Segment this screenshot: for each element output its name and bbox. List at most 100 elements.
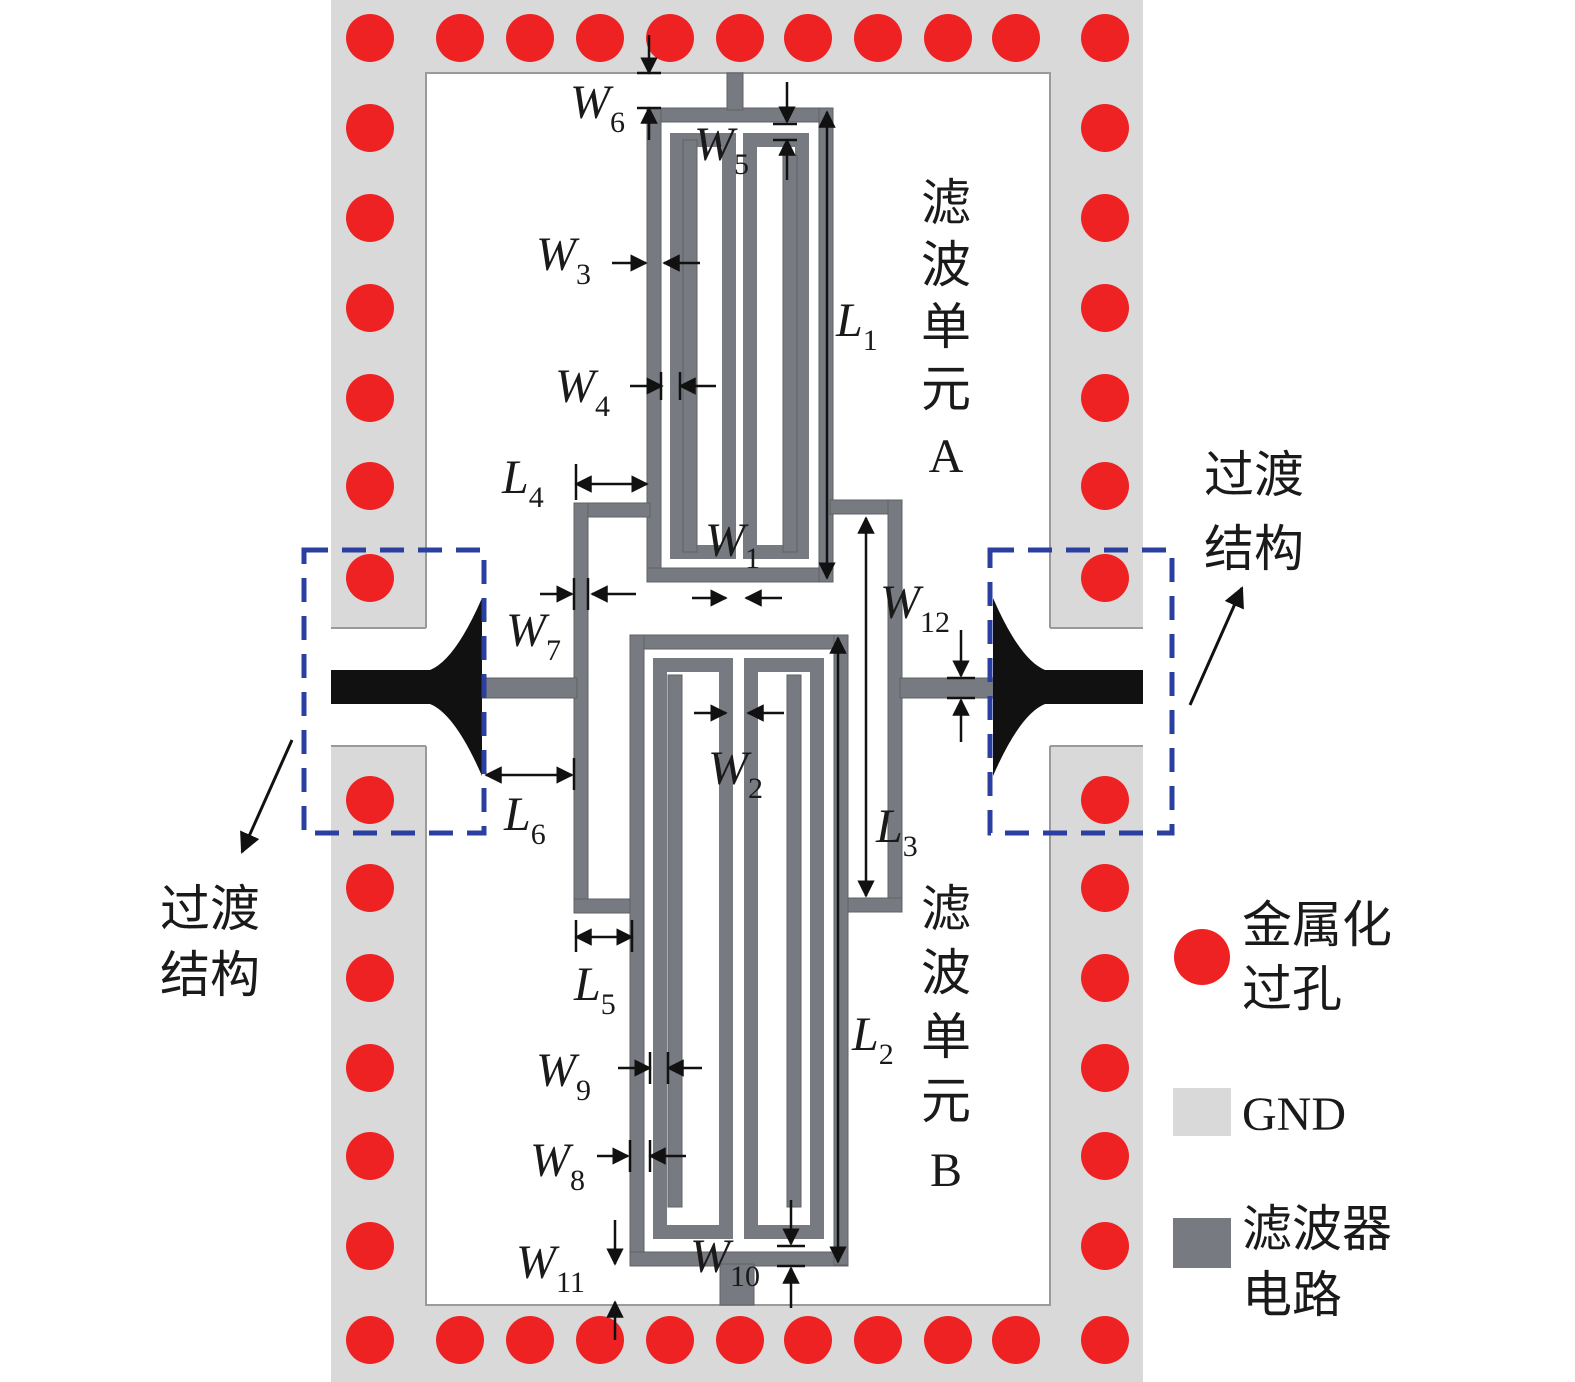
dim-label-l1: L1 [835, 294, 878, 357]
metallized-via [1081, 1222, 1129, 1270]
metallized-via [346, 1132, 394, 1180]
left-transition-box [301, 547, 487, 836]
metallized-via [1081, 14, 1129, 62]
dim-label-w8: W8 [530, 1134, 585, 1197]
via-circle-icon [1174, 929, 1230, 985]
dim-label-w5: W5 [694, 118, 749, 181]
right-pointer-arrow [1188, 586, 1244, 706]
dimension-lines [484, 35, 975, 1340]
dim-label-w10: W10 [690, 1230, 760, 1293]
dim-label-w4: W4 [555, 360, 610, 423]
metallized-via [1081, 1316, 1129, 1364]
svg-text:波: 波 [921, 236, 971, 294]
metallized-via [646, 14, 694, 62]
left-pointer-arrow [240, 739, 294, 854]
metallized-via [506, 14, 554, 62]
unit-a-inner-left-loop [670, 133, 736, 559]
svg-text:结构: 结构 [1204, 520, 1304, 578]
metallized-via [346, 284, 394, 332]
dim-label-w7: W7 [506, 604, 561, 667]
unit-a-label: 滤 波 单 元 A [921, 174, 971, 483]
svg-text:过渡: 过渡 [160, 880, 260, 938]
dim-label-w9: W9 [536, 1044, 591, 1107]
right-feed-line [899, 677, 996, 699]
metallized-via [436, 14, 484, 62]
legend-circuit-label-1: 滤波器 [1242, 1200, 1392, 1258]
legend-circuit-label-2: 电路 [1242, 1266, 1342, 1324]
dim-label-l5: L5 [573, 958, 616, 1021]
dim-label-l3: L3 [875, 800, 918, 863]
metallized-via [784, 1316, 832, 1364]
metallized-via [1081, 864, 1129, 912]
right-opening-edge [1050, 627, 1143, 747]
legend-via-label-1: 金属化 [1242, 896, 1392, 954]
metallized-via [346, 1316, 394, 1364]
dim-label-w11: W11 [516, 1236, 585, 1299]
metallized-via [346, 554, 394, 602]
svg-text:B: B [930, 1144, 962, 1197]
metallized-via [716, 14, 764, 62]
left-taper [331, 598, 482, 776]
metallized-via [1081, 104, 1129, 152]
metallized-via [1081, 1132, 1129, 1180]
metallized-via [506, 1316, 554, 1364]
metallized-via [436, 1316, 484, 1364]
metallized-via [346, 954, 394, 1002]
unit-b-finger-1 [667, 674, 683, 1208]
left-coupling-vertical [573, 502, 589, 914]
svg-text:单: 单 [921, 298, 971, 356]
right-transition-box [987, 547, 1175, 836]
svg-text:滤: 滤 [921, 174, 971, 232]
unit-b-inner-left-loop [653, 658, 733, 1239]
unit-a-finger-1 [682, 139, 698, 553]
left-opening-edge [331, 627, 426, 747]
legend-gnd-label: GND [1242, 1088, 1346, 1141]
metallized-via [992, 1316, 1040, 1364]
metallized-via [854, 14, 902, 62]
metallized-via [346, 374, 394, 422]
metallized-via [346, 462, 394, 510]
svg-text:滤: 滤 [921, 880, 971, 938]
metallized-via [1081, 374, 1129, 422]
unit-b-top-bar [629, 634, 849, 650]
dim-label-w6: W6 [570, 76, 625, 139]
dim-label-w12: W12 [880, 576, 950, 639]
metallized-via [1081, 776, 1129, 824]
dim-label-l6: L6 [503, 788, 546, 851]
metallized-via [784, 14, 832, 62]
dim-label-l4: L4 [501, 451, 544, 514]
metallized-via [1081, 554, 1129, 602]
metallized-via [346, 776, 394, 824]
metallized-via [346, 14, 394, 62]
dimension-labels: W6 W5 W3 W4 L1 L4 W1 W7 W12 W2 L6 L3 L5 … [501, 76, 950, 1299]
metallized-via [346, 1222, 394, 1270]
dim-label-w1: W1 [705, 514, 760, 575]
left-coupling-bottom [573, 898, 635, 914]
dim-label-l2: L2 [851, 1008, 894, 1071]
unit-a-bottom-bar [646, 567, 834, 583]
legend-via-label-2: 过孔 [1242, 960, 1342, 1018]
metallized-via [346, 104, 394, 152]
svg-text:元: 元 [921, 360, 971, 418]
svg-text:结构: 结构 [160, 946, 260, 1004]
right-taper [993, 598, 1143, 776]
circuit-swatch-icon [1173, 1218, 1231, 1268]
unit-b-finger-2 [786, 674, 802, 1208]
unit-a-finger-2 [782, 154, 798, 553]
dim-label-w2: W2 [708, 742, 763, 805]
metallized-via [646, 1316, 694, 1364]
transition-label-left: 过渡 结构 [160, 880, 260, 1004]
legend: 金属化 过孔 GND 滤波器 电路 [1173, 896, 1392, 1324]
metallized-via [854, 1316, 902, 1364]
svg-text:单: 单 [921, 1008, 971, 1066]
metallized-via [346, 194, 394, 242]
metallized-via [716, 1316, 764, 1364]
unit-b-bottom-stub [719, 1263, 755, 1306]
metallized-via [576, 1316, 624, 1364]
right-coupling-bottom [844, 897, 903, 913]
unit-b-label: 滤 波 单 元 B [921, 880, 971, 1197]
unit-a-top-stub [726, 72, 744, 111]
metallized-via [992, 14, 1040, 62]
left-feed-line [479, 677, 578, 699]
